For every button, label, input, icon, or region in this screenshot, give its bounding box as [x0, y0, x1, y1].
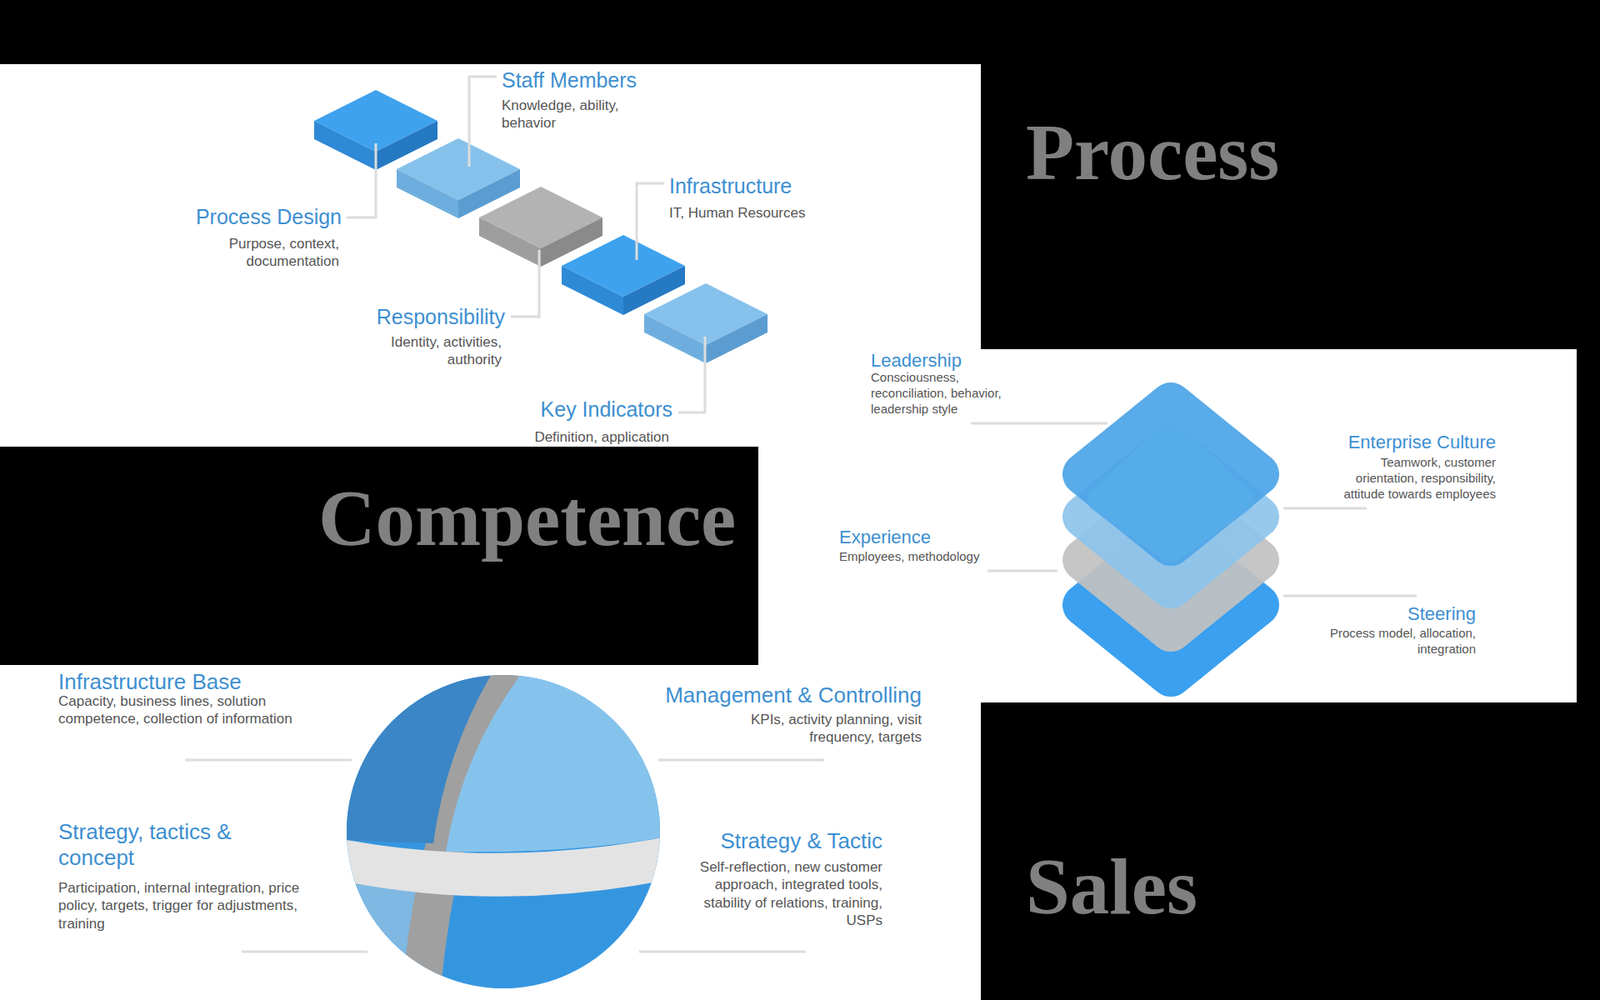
- callout-text: IT, Human Resources: [669, 204, 886, 222]
- sphere: [333, 662, 684, 1000]
- leader-lines: [185, 760, 825, 952]
- callout-text: KPIs, activity planning, visit frequency…: [709, 710, 922, 747]
- callout-text: Process model, allocation, integration: [1321, 625, 1476, 658]
- leader-lines: [346, 76, 705, 413]
- section-title: Process: [1025, 113, 1526, 193]
- callout-text: Teamwork, customer orientation, responsi…: [1325, 455, 1496, 502]
- callout-text: Identity, activities, authority: [364, 333, 502, 370]
- callout-heading: Infrastructure: [669, 173, 886, 199]
- panel: [758, 349, 1577, 703]
- layer-stack: [1083, 403, 1259, 676]
- callout-text: Knowledge, ability, behavior: [501, 96, 648, 133]
- callout-heading: Leadership: [870, 350, 1038, 372]
- callout-heading: Strategy, tactics & concept: [58, 819, 267, 871]
- callout-heading: Staff Members: [501, 67, 719, 93]
- callout-heading: Management & Controlling: [638, 682, 922, 709]
- callout-text: Definition, application: [452, 428, 670, 446]
- callout-text: Participation, internal integration, pri…: [58, 879, 309, 933]
- callout-heading: Process Design: [125, 204, 342, 230]
- callout-heading: Enterprise Culture: [1279, 431, 1496, 454]
- callout-heading: Key Indicators: [455, 396, 673, 422]
- callout-heading: Infrastructure Base: [58, 669, 325, 695]
- callout-text: Self-reflection, new customer approach, …: [674, 858, 883, 930]
- callout-heading: Experience: [839, 526, 1006, 549]
- callout-text: Employees, methodology: [839, 549, 1023, 565]
- section-title: Sales: [1025, 847, 1526, 927]
- callout-text: Consciousness, reconciliation, behavior,…: [870, 370, 1030, 417]
- callout-heading: Steering: [1309, 603, 1476, 625]
- callout-text: Capacity, business lines, solution compe…: [58, 692, 300, 729]
- callout-heading: Responsibility: [288, 304, 505, 330]
- callout-heading: Strategy & Tactic: [632, 828, 883, 855]
- callout-text: Purpose, context, documentation: [193, 235, 340, 271]
- section-title: Competence: [318, 479, 819, 559]
